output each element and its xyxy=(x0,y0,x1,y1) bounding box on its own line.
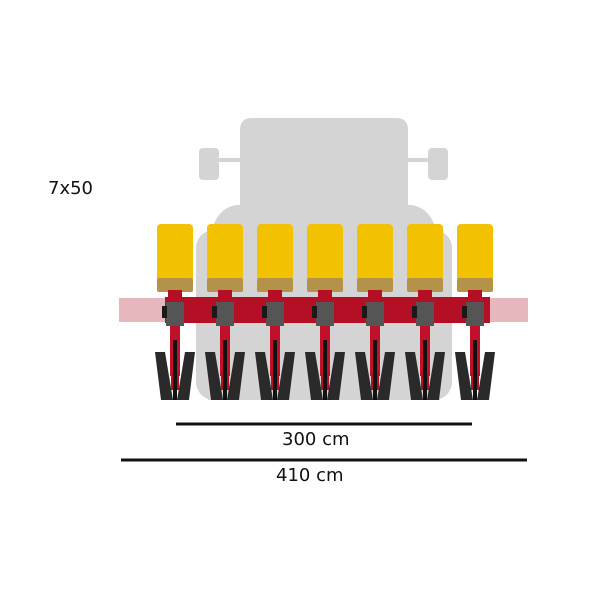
mount-post xyxy=(168,290,182,302)
tractor-mirror-left xyxy=(199,148,219,180)
row-unit-3 xyxy=(255,224,295,400)
disc-right xyxy=(377,352,395,400)
hopper-base xyxy=(307,278,343,292)
working-width-label: 300 cm xyxy=(282,429,350,450)
mount-post xyxy=(268,290,282,302)
press-wheel-axle xyxy=(273,340,277,400)
disc-right xyxy=(327,352,345,400)
press-wheel-axle xyxy=(473,340,477,400)
row-unit-4 xyxy=(305,224,345,400)
seed-hopper xyxy=(457,224,493,282)
mount-post xyxy=(218,290,232,302)
seed-hopper xyxy=(157,224,193,282)
clamp-bolt xyxy=(412,306,417,318)
seed-hopper xyxy=(357,224,393,282)
frame-clamp xyxy=(216,302,234,326)
press-wheel-axle xyxy=(223,340,227,400)
disc-left xyxy=(205,352,223,400)
seed-hopper xyxy=(307,224,343,282)
clamp-bolt xyxy=(262,306,267,318)
mount-post xyxy=(468,290,482,302)
tractor-cab xyxy=(240,118,408,205)
mount-post xyxy=(418,290,432,302)
disc-left xyxy=(405,352,423,400)
row-units xyxy=(155,224,495,400)
hopper-base xyxy=(157,278,193,292)
clamp-bolt xyxy=(462,306,467,318)
hopper-base xyxy=(257,278,293,292)
disc-left xyxy=(355,352,373,400)
tractor-mirror-left-arm xyxy=(216,158,246,162)
row-unit-2 xyxy=(205,224,245,400)
frame-clamp xyxy=(366,302,384,326)
mount-post xyxy=(318,290,332,302)
seed-hopper xyxy=(407,224,443,282)
row-unit-1 xyxy=(155,224,195,400)
tractor-mirror-right xyxy=(428,148,448,180)
row-unit-6 xyxy=(405,224,445,400)
disc-right xyxy=(427,352,445,400)
disc-left xyxy=(305,352,323,400)
row-configuration-label: 7x50 xyxy=(48,178,94,199)
frame-clamp xyxy=(266,302,284,326)
frame-clamp xyxy=(416,302,434,326)
seed-hopper xyxy=(257,224,293,282)
disc-left xyxy=(155,352,173,400)
disc-right xyxy=(177,352,195,400)
frame-clamp xyxy=(466,302,484,326)
tractor-mirror-right-arm xyxy=(400,158,430,162)
seed-hopper xyxy=(207,224,243,282)
disc-left xyxy=(455,352,473,400)
press-wheel-axle xyxy=(323,340,327,400)
hopper-base xyxy=(207,278,243,292)
disc-right xyxy=(227,352,245,400)
frame-clamp xyxy=(166,302,184,326)
disc-left xyxy=(255,352,273,400)
disc-right xyxy=(477,352,495,400)
clamp-bolt xyxy=(362,306,367,318)
hopper-base xyxy=(407,278,443,292)
press-wheel-axle xyxy=(373,340,377,400)
hopper-base xyxy=(357,278,393,292)
clamp-bolt xyxy=(162,306,167,318)
clamp-bolt xyxy=(212,306,217,318)
mount-post xyxy=(368,290,382,302)
clamp-bolt xyxy=(312,306,317,318)
press-wheel-axle xyxy=(423,340,427,400)
row-unit-7 xyxy=(455,224,495,400)
disc-right xyxy=(277,352,295,400)
transport-width-label: 410 cm xyxy=(276,465,344,486)
hopper-base xyxy=(457,278,493,292)
press-wheel-axle xyxy=(173,340,177,400)
row-unit-5 xyxy=(355,224,395,400)
frame-clamp xyxy=(316,302,334,326)
